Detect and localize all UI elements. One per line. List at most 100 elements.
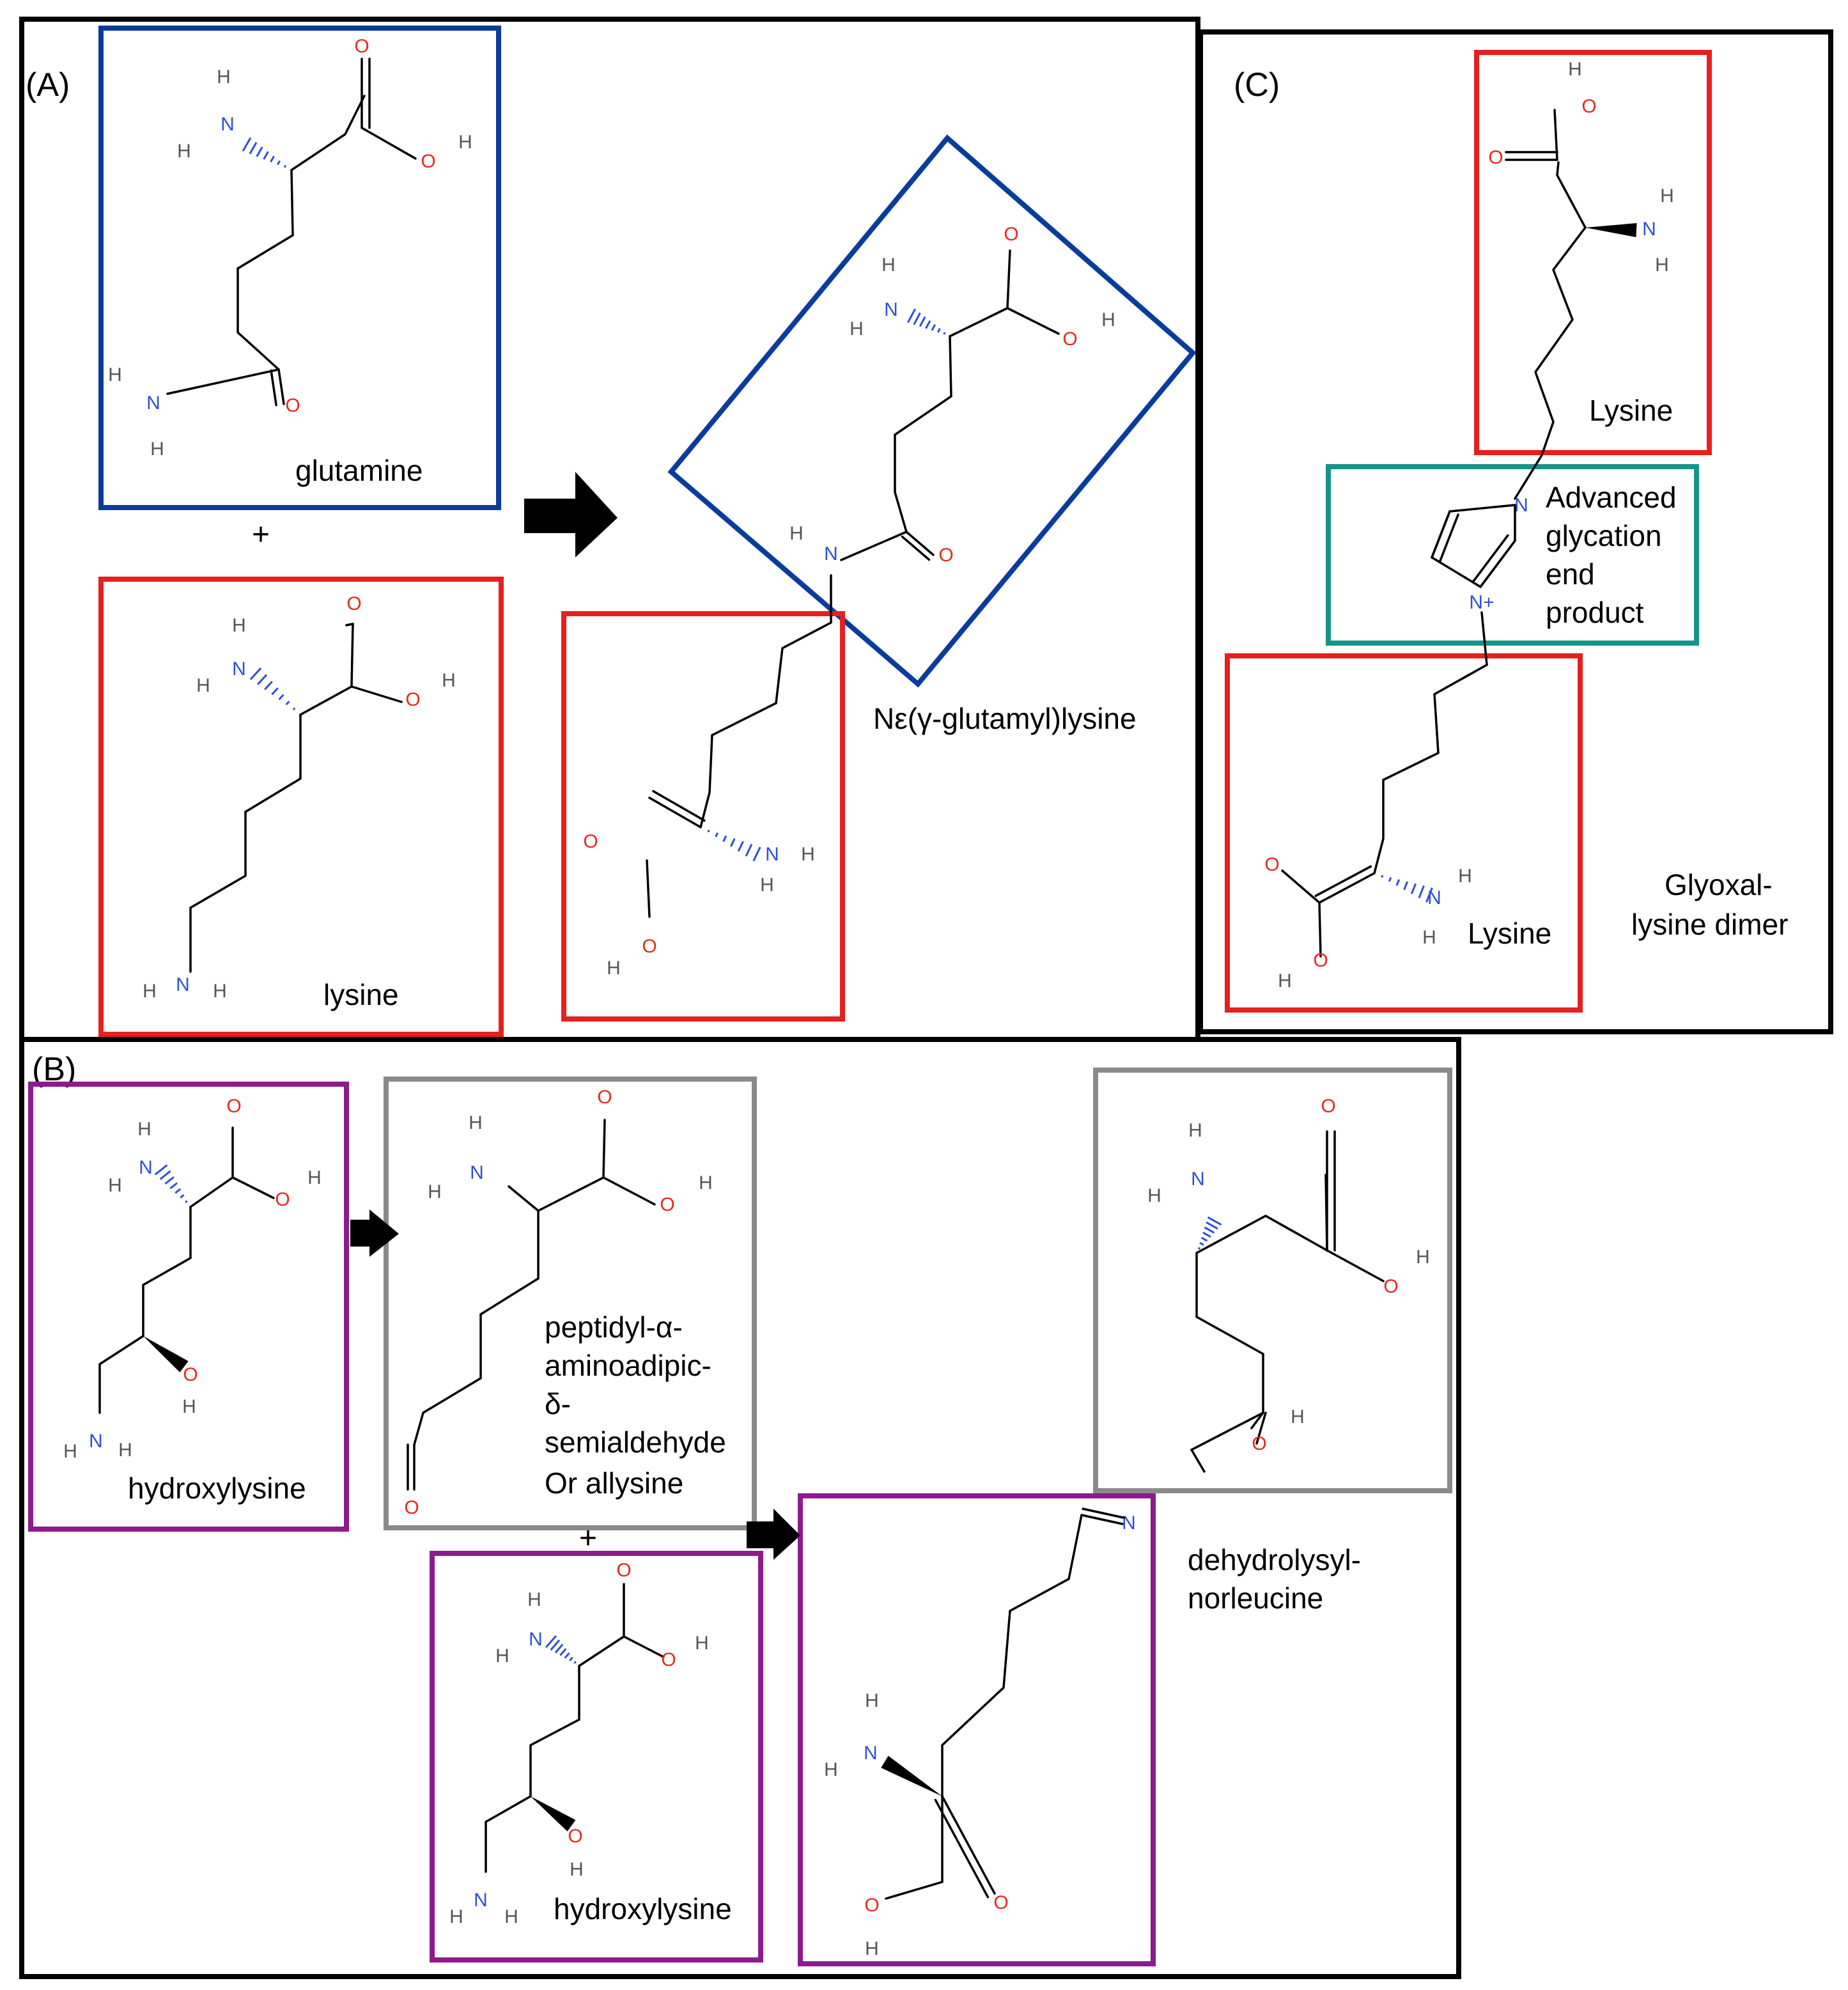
bond [602, 1176, 656, 1206]
age-label-2: glycation [1546, 519, 1662, 552]
atom-h: H [1422, 927, 1436, 948]
hash-bond [276, 160, 281, 166]
atom-h: H [504, 1906, 518, 1927]
atom-h: H [527, 1589, 541, 1610]
hash-bond [752, 846, 761, 862]
bond [1556, 161, 1587, 229]
panel-b-frame [19, 1037, 1461, 1979]
atom-h: H [495, 1645, 509, 1667]
dimer-label-2: lysine dimer [1631, 908, 1788, 941]
age-label-4: product [1546, 596, 1644, 629]
bond [885, 1795, 943, 1900]
atom-n: N [1191, 1169, 1205, 1190]
bond [1326, 1249, 1385, 1282]
hash-bond [737, 841, 744, 852]
atom-n: N [884, 299, 898, 320]
reaction-arrow-a [524, 472, 617, 557]
bond [1318, 872, 1376, 904]
hash-bond [936, 328, 941, 333]
bond [941, 1514, 1083, 1798]
atom-h: H [881, 254, 896, 276]
bond [1195, 1174, 1328, 1254]
atom-h: H [118, 1440, 132, 1461]
atom-n: N [529, 1629, 543, 1650]
bond [1553, 109, 1558, 161]
atom-o: O [583, 831, 598, 852]
lysine-bottom-label: Lysine [1468, 917, 1551, 950]
atom-o: O [864, 1895, 879, 1916]
atom-n: N [1642, 219, 1656, 240]
hash-bond [707, 829, 710, 833]
atom-h: H [1291, 1406, 1305, 1427]
atom-n: N [1514, 495, 1528, 516]
product-bottom-box [798, 1493, 1156, 1966]
bond [646, 859, 651, 918]
atom-h: H [1655, 254, 1669, 276]
atom-n: N [89, 1431, 103, 1452]
bond [413, 1209, 540, 1446]
hash-bond [564, 1652, 570, 1659]
hash-bond [550, 1639, 561, 1651]
bond [270, 369, 277, 407]
hash-bond [154, 1164, 168, 1176]
hash-bond [264, 680, 273, 690]
bond [901, 535, 931, 561]
hash-bond [554, 1644, 564, 1654]
hydroxylysine-1-label: hydroxylysine [128, 1472, 306, 1505]
age-label-3: end [1546, 557, 1595, 591]
product-top-box [1093, 1068, 1452, 1493]
product-glutamine-box [667, 134, 1197, 688]
hash-bond [180, 1194, 185, 1199]
bond [652, 789, 706, 822]
atom-o: O [421, 151, 435, 172]
wedge-bond [531, 1796, 576, 1831]
allysine-label-4: semialdehyde [545, 1426, 726, 1459]
hash-bond [1197, 1247, 1201, 1250]
atom-h: H [1278, 970, 1292, 991]
atom-h: H [865, 1938, 879, 1959]
bond [648, 797, 702, 828]
atom-h: H [824, 1759, 838, 1780]
atom-o: O [1313, 950, 1328, 971]
hash-bond [270, 155, 275, 163]
atom-h: H [801, 844, 815, 865]
atom-n: N [232, 658, 246, 680]
plus-b: + [579, 1521, 597, 1555]
atom-h: H [63, 1441, 77, 1462]
atom-h: H [760, 875, 774, 896]
atom-h: H [196, 675, 210, 696]
bond [189, 713, 302, 973]
atom-h: H [150, 439, 164, 460]
atom-o: O [568, 1826, 582, 1847]
bond [1318, 901, 1322, 958]
allysine-label-5: Or allysine [545, 1466, 683, 1500]
atom-h: H [137, 1119, 151, 1140]
hash-bond [1418, 885, 1425, 899]
atom-h: H [695, 1633, 709, 1654]
hash-bond [745, 844, 753, 857]
atom-h: H [607, 958, 621, 979]
atom-n: N [139, 1157, 153, 1178]
atom-h: H [469, 1112, 483, 1133]
hash-bond [285, 701, 290, 706]
atom-h: H [177, 141, 191, 162]
atom-h: H [449, 1906, 463, 1927]
bond [166, 368, 280, 395]
age-label-1: Advanced [1546, 481, 1677, 514]
atom-o: O [1004, 224, 1018, 245]
hash-bond [1204, 1226, 1215, 1234]
hash-bond [242, 137, 252, 152]
hash-bond [919, 316, 926, 327]
hash-bond [559, 1648, 567, 1656]
bond [894, 335, 952, 533]
hydroxylysine-2-box [430, 1551, 763, 1963]
hash-bond [931, 324, 936, 331]
atom-o: O [938, 545, 953, 566]
lysine-box [98, 577, 504, 1037]
atom-nplus: N+ [1469, 592, 1494, 613]
atom-h: H [1458, 866, 1472, 887]
wedge-bond [1585, 223, 1637, 237]
hash-bond [278, 694, 284, 701]
atom-h: H [570, 1859, 584, 1880]
